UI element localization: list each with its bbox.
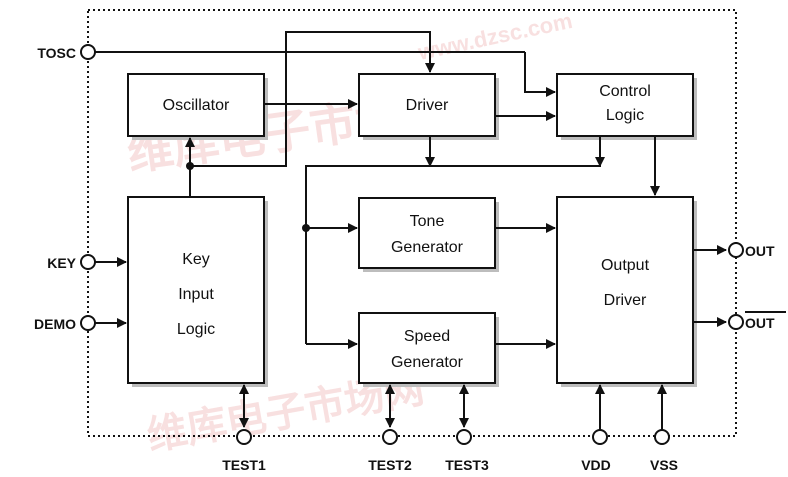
speed-generator-label-2: Generator xyxy=(391,354,464,371)
pin-out-bar xyxy=(728,314,744,330)
pin-label-test3: TEST3 xyxy=(445,457,489,473)
key-input-label-3: Logic xyxy=(177,321,215,338)
chip-boundary xyxy=(87,9,737,437)
tone-generator-block: Tone Generator xyxy=(358,197,499,272)
junction-dot-key xyxy=(186,162,194,170)
pin-label-key: KEY xyxy=(47,255,76,271)
speed-generator-block: Speed Generator xyxy=(358,312,499,387)
oscillator-label: Oscillator xyxy=(163,97,230,114)
key-input-logic-block: Key Input Logic xyxy=(127,196,268,387)
junction-dot-bus xyxy=(302,224,310,232)
tone-generator-label-2: Generator xyxy=(391,239,464,256)
tone-generator-label-1: Tone xyxy=(410,213,445,230)
key-input-label-2: Input xyxy=(178,286,214,303)
pin-test1 xyxy=(236,429,252,445)
pin-test2 xyxy=(382,429,398,445)
pin-test3 xyxy=(456,429,472,445)
pin-label-test1: TEST1 xyxy=(222,457,266,473)
watermark-text-url: www.dzsc.com xyxy=(415,8,575,65)
control-logic-label-1: Control xyxy=(599,83,651,100)
pin-labels: TOSC KEY DEMO OUT OUT TEST1 TEST2 TEST3 … xyxy=(34,45,786,473)
pin-key xyxy=(80,254,96,270)
output-driver-block: Output Driver xyxy=(556,196,697,387)
connections xyxy=(85,31,727,430)
tosc-to-control-logic xyxy=(524,52,556,97)
driver-label: Driver xyxy=(406,97,449,114)
pin-label-vdd: VDD xyxy=(581,457,611,473)
output-driver-label-2: Driver xyxy=(604,292,647,309)
pin-label-out: OUT xyxy=(745,243,775,259)
pin-label-demo: DEMO xyxy=(34,316,76,332)
pin-out xyxy=(728,242,744,258)
pin-label-vss: VSS xyxy=(650,457,678,473)
control-logic-block: Control Logic xyxy=(556,73,697,140)
oscillator-block: Oscillator xyxy=(127,73,268,140)
key-input-label-1: Key xyxy=(182,251,210,268)
pin-tosc xyxy=(80,44,96,60)
pin-label-tosc: TOSC xyxy=(37,45,76,61)
pin-vss xyxy=(654,429,670,445)
pin-label-out-bar: OUT xyxy=(745,315,775,331)
pin-demo xyxy=(80,315,96,331)
pin-vdd xyxy=(592,429,608,445)
pins xyxy=(80,44,744,445)
control-logic-label-2: Logic xyxy=(606,107,644,124)
driver-block: Driver xyxy=(358,73,499,140)
output-driver-label-1: Output xyxy=(601,257,650,274)
speed-generator-label-1: Speed xyxy=(404,328,450,345)
pin-label-test2: TEST2 xyxy=(368,457,412,473)
junction-dots xyxy=(186,162,310,232)
junction-to-driver xyxy=(190,31,435,167)
